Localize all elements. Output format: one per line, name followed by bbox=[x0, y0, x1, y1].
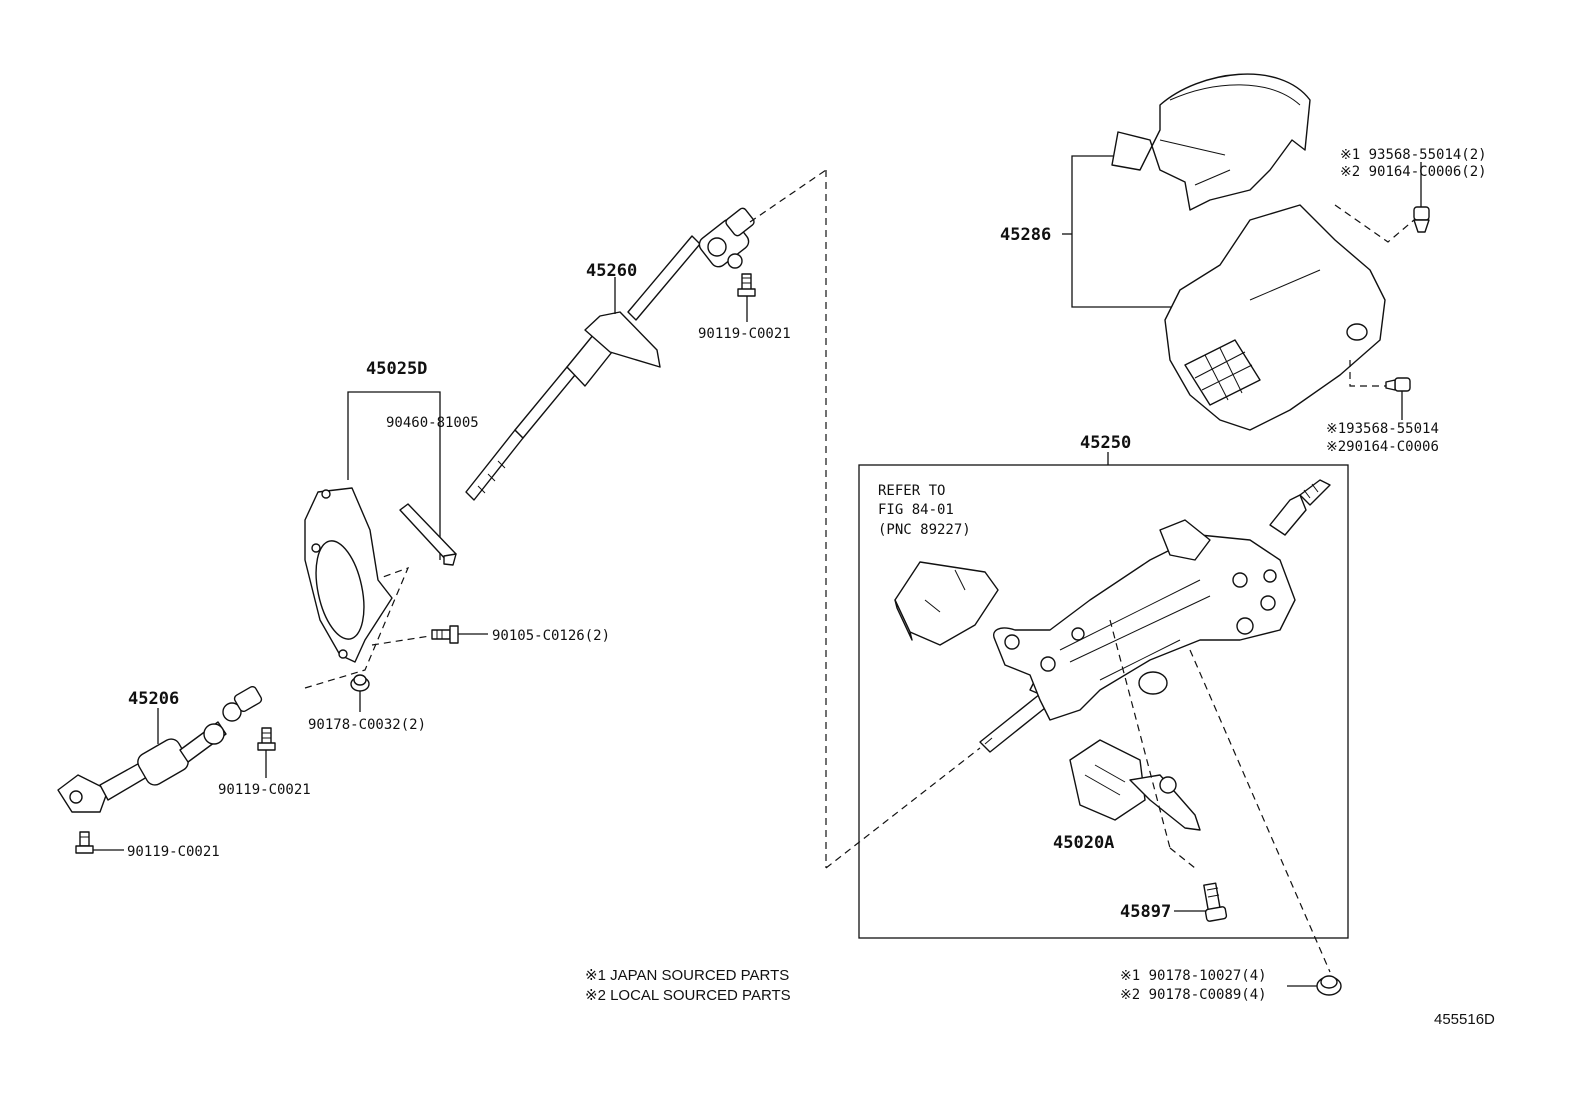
note-90178-10027[interactable]: ※1 90178-10027(4) bbox=[1120, 968, 1267, 984]
note-93568-55014[interactable]: ※193568-55014 bbox=[1326, 421, 1439, 437]
bolt-icon[interactable] bbox=[75, 831, 94, 854]
alignment-line bbox=[1109, 619, 1171, 849]
refer-to-line3[interactable]: (PNC 89227) bbox=[878, 522, 971, 538]
seal-strip[interactable] bbox=[399, 503, 457, 566]
lower-shaft-45206[interactable] bbox=[57, 685, 263, 813]
cover-plate[interactable] bbox=[304, 487, 393, 663]
screw-icon[interactable] bbox=[1385, 377, 1411, 392]
part-number-45286[interactable]: 45286 bbox=[1000, 225, 1051, 245]
note-90164-c0006[interactable]: ※290164-C0006 bbox=[1326, 439, 1439, 455]
part-number-45206[interactable]: 45206 bbox=[128, 689, 179, 709]
part-number-45260[interactable]: 45260 bbox=[586, 261, 637, 281]
refer-to-line2[interactable]: FIG 84-01 bbox=[878, 502, 954, 518]
note-93568-55014-2[interactable]: ※1 93568-55014(2) bbox=[1340, 147, 1487, 163]
screw-icon[interactable] bbox=[1413, 206, 1430, 233]
part-number-90460-81005[interactable]: 90460-81005 bbox=[386, 415, 479, 431]
note-90178-c0089[interactable]: ※2 90178-C0089(4) bbox=[1120, 987, 1267, 1003]
alignment-line bbox=[1334, 204, 1415, 243]
part-number-90119-c0021-c[interactable]: 90119-C0021 bbox=[127, 844, 220, 860]
nut-icon[interactable] bbox=[1316, 975, 1342, 996]
bolt-icon[interactable] bbox=[737, 273, 756, 297]
legend-japan-sourced: ※1 JAPAN SOURCED PARTS bbox=[585, 967, 789, 984]
lower-column-cover[interactable] bbox=[1164, 204, 1386, 431]
alignment-line bbox=[825, 747, 981, 869]
legend-local-sourced: ※2 LOCAL SOURCED PARTS bbox=[585, 987, 791, 1004]
steering-column-assembly[interactable] bbox=[979, 479, 1331, 753]
intermediate-shaft-45260[interactable] bbox=[465, 207, 756, 501]
part-number-45020a[interactable]: 45020A bbox=[1053, 833, 1114, 853]
bolt-icon[interactable] bbox=[257, 727, 276, 751]
alignment-line bbox=[749, 169, 827, 223]
bolt-icon[interactable] bbox=[431, 625, 459, 644]
alignment-line bbox=[1349, 360, 1386, 387]
part-number-90105-c0126[interactable]: 90105-C0126(2) bbox=[492, 628, 610, 644]
bolt-icon[interactable] bbox=[1203, 882, 1228, 922]
part-number-90178-c0032[interactable]: 90178-C0032(2) bbox=[308, 717, 426, 733]
part-number-90119-c0021-b[interactable]: 90119-C0021 bbox=[218, 782, 311, 798]
part-number-45897[interactable]: 45897 bbox=[1120, 902, 1171, 922]
diagram-id: 455516D bbox=[1434, 1011, 1495, 1028]
alignment-line bbox=[1169, 847, 1196, 869]
part-number-45250[interactable]: 45250 bbox=[1080, 433, 1131, 453]
upper-column-cover[interactable] bbox=[1111, 73, 1311, 211]
switch-module[interactable] bbox=[894, 561, 999, 646]
assembly-frame-45250 bbox=[858, 464, 1349, 939]
note-90164-c0006-2[interactable]: ※2 90164-C0006(2) bbox=[1340, 164, 1487, 180]
bracket-45020a[interactable] bbox=[1069, 739, 1201, 831]
part-number-90119-c0021-a[interactable]: 90119-C0021 bbox=[698, 326, 791, 342]
alignment-line bbox=[1189, 649, 1331, 973]
alignment-line bbox=[371, 635, 431, 646]
nut-icon[interactable] bbox=[350, 674, 370, 692]
refer-to-line1[interactable]: REFER TO bbox=[878, 483, 945, 499]
part-number-45025d[interactable]: 45025D bbox=[366, 359, 427, 379]
